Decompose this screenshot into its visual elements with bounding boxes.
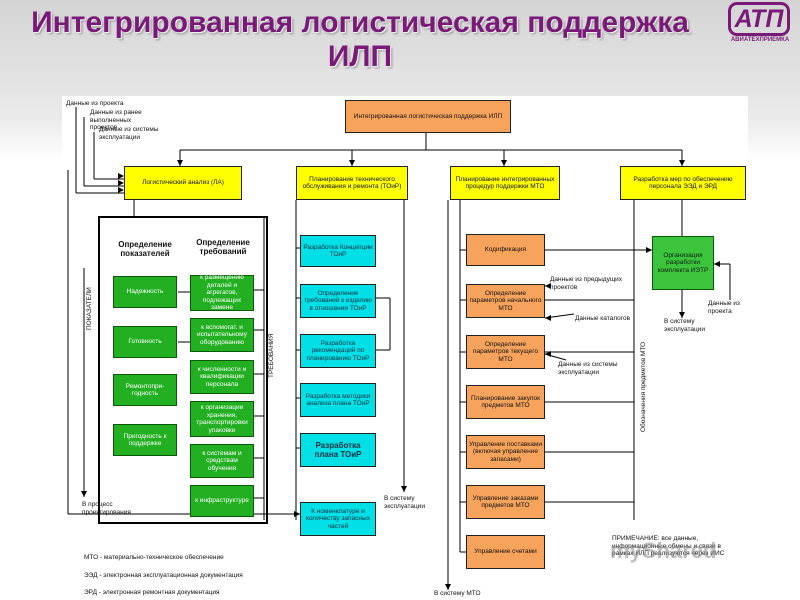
legend-erd: ЭРД - электронная ремонтная документация xyxy=(84,589,220,596)
mto-account-management: Управление счетами xyxy=(466,535,545,569)
ietr-organization-box: Организация разработки комплекта ИЭТР xyxy=(652,236,714,290)
mto-to-system-label: В систему МТО xyxy=(434,590,481,597)
design-process-label: В процесс проектирования xyxy=(82,501,131,516)
indicators-side-label: ПОКАЗАТЕЛИ xyxy=(86,287,93,330)
mto-initial-parameters: Определение параметров начального МТО xyxy=(466,284,545,318)
requirements-side-label: ТРЕБОВАНИЯ xyxy=(268,333,275,378)
page-title: Интегрированная логистическая поддержка xyxy=(31,6,689,39)
mto-operation-data-label: Данные из системы эксплуатации xyxy=(558,361,618,376)
toir-to-operation-label: В систему эксплуатации xyxy=(384,495,425,510)
company-logo: АТП АВИАТЕХПРИЕМКА xyxy=(722,2,798,46)
indicator-supportability: Пригодность к поддержке xyxy=(113,424,177,456)
mto-current-parameters: Определение параметров текущего МТО xyxy=(466,335,545,369)
mto-catalog-data-label: Данные каталогов xyxy=(575,315,631,322)
logo-subtitle: АВИАТЕХПРИЕМКА xyxy=(730,37,790,43)
integrated-procedures-box: Планирование интегрированных процедур по… xyxy=(450,166,560,200)
mto-order-management: Управление заказами предметов МТО xyxy=(466,485,545,519)
legend-eed: ЭЭД - электронная эксплуатационная докум… xyxy=(84,572,243,579)
toir-spare-parts: К номенклатуре и количеству запасных час… xyxy=(300,502,376,536)
mto-purchase-planning: Планирование закупок предметов МТО xyxy=(466,385,545,419)
maintenance-planning-box: Планирование технического обслуживания и… xyxy=(296,166,408,200)
requirement-replaceable-parts: к размещению деталей и агрегатов, подлеж… xyxy=(190,274,254,311)
personnel-measures-box: Разработка мер по обеспечению персонала … xyxy=(620,166,746,200)
logo-emblem: АТП xyxy=(728,2,790,36)
indicator-availability: Готовность xyxy=(113,326,177,358)
input-operation-systems: Данные из системы эксплуатации xyxy=(99,126,159,141)
ietr-to-operation-label: В систему эксплуатации xyxy=(664,318,705,333)
input-previous-projects: Данные из ранее выполненных проектов xyxy=(90,109,142,131)
requirements-header: Определение требований xyxy=(196,238,250,256)
indicator-reliability: Надежность xyxy=(113,276,177,308)
la-section-frame xyxy=(98,216,268,524)
requirement-infrastructure: к инфраструктуре xyxy=(190,485,254,517)
ietr-project-data-label: Данные из проекта xyxy=(708,300,740,315)
toir-concept: Разработка Концепции ТОиР xyxy=(300,235,376,267)
legend-mto: МТО - материально-техническое обеспечени… xyxy=(84,554,224,561)
requirement-test-equipment: к вспомогат. и испытательному оборудован… xyxy=(190,318,254,352)
mto-codification: Кодификация xyxy=(466,234,545,266)
indicators-header: Определение показателей xyxy=(118,240,172,258)
requirement-storage: к организации хранения, транспортировки … xyxy=(190,401,254,437)
page-subtitle: ИЛП xyxy=(327,40,393,73)
input-project-data: Данные из проекта xyxy=(66,100,124,107)
requirement-personnel: к численности и квалификации персонала xyxy=(190,360,254,394)
toir-requirements: Определение требований к изделию в отнош… xyxy=(300,284,376,318)
mto-supply-management: Управление поставками (включая управлени… xyxy=(466,435,545,469)
watermark-text: myShared xyxy=(610,538,717,563)
toir-methodology: Разработка методики анализа плана ТОиР xyxy=(300,383,376,417)
logistic-analysis-box: Логистический анализ (ЛА) xyxy=(124,166,242,200)
integration-note: ПРИМЕЧАНИЕ: все данные, информационные о… xyxy=(612,535,725,557)
toir-plan: Разработка плана ТОиР xyxy=(300,433,376,467)
mto-previous-data-label: Данные из предыдущих проектов xyxy=(550,276,623,291)
ilp-top-box: Интегрированная логистическая поддержка … xyxy=(345,100,511,133)
indicator-maintainability: Ремонтопри-годность xyxy=(113,374,177,406)
toir-recommendations: Разработка рекомендаций по планированию … xyxy=(300,334,376,368)
requirement-training: к системам и средствам обучения xyxy=(190,444,254,478)
mto-designations-label: Обозначения предметов МТО xyxy=(640,341,647,432)
